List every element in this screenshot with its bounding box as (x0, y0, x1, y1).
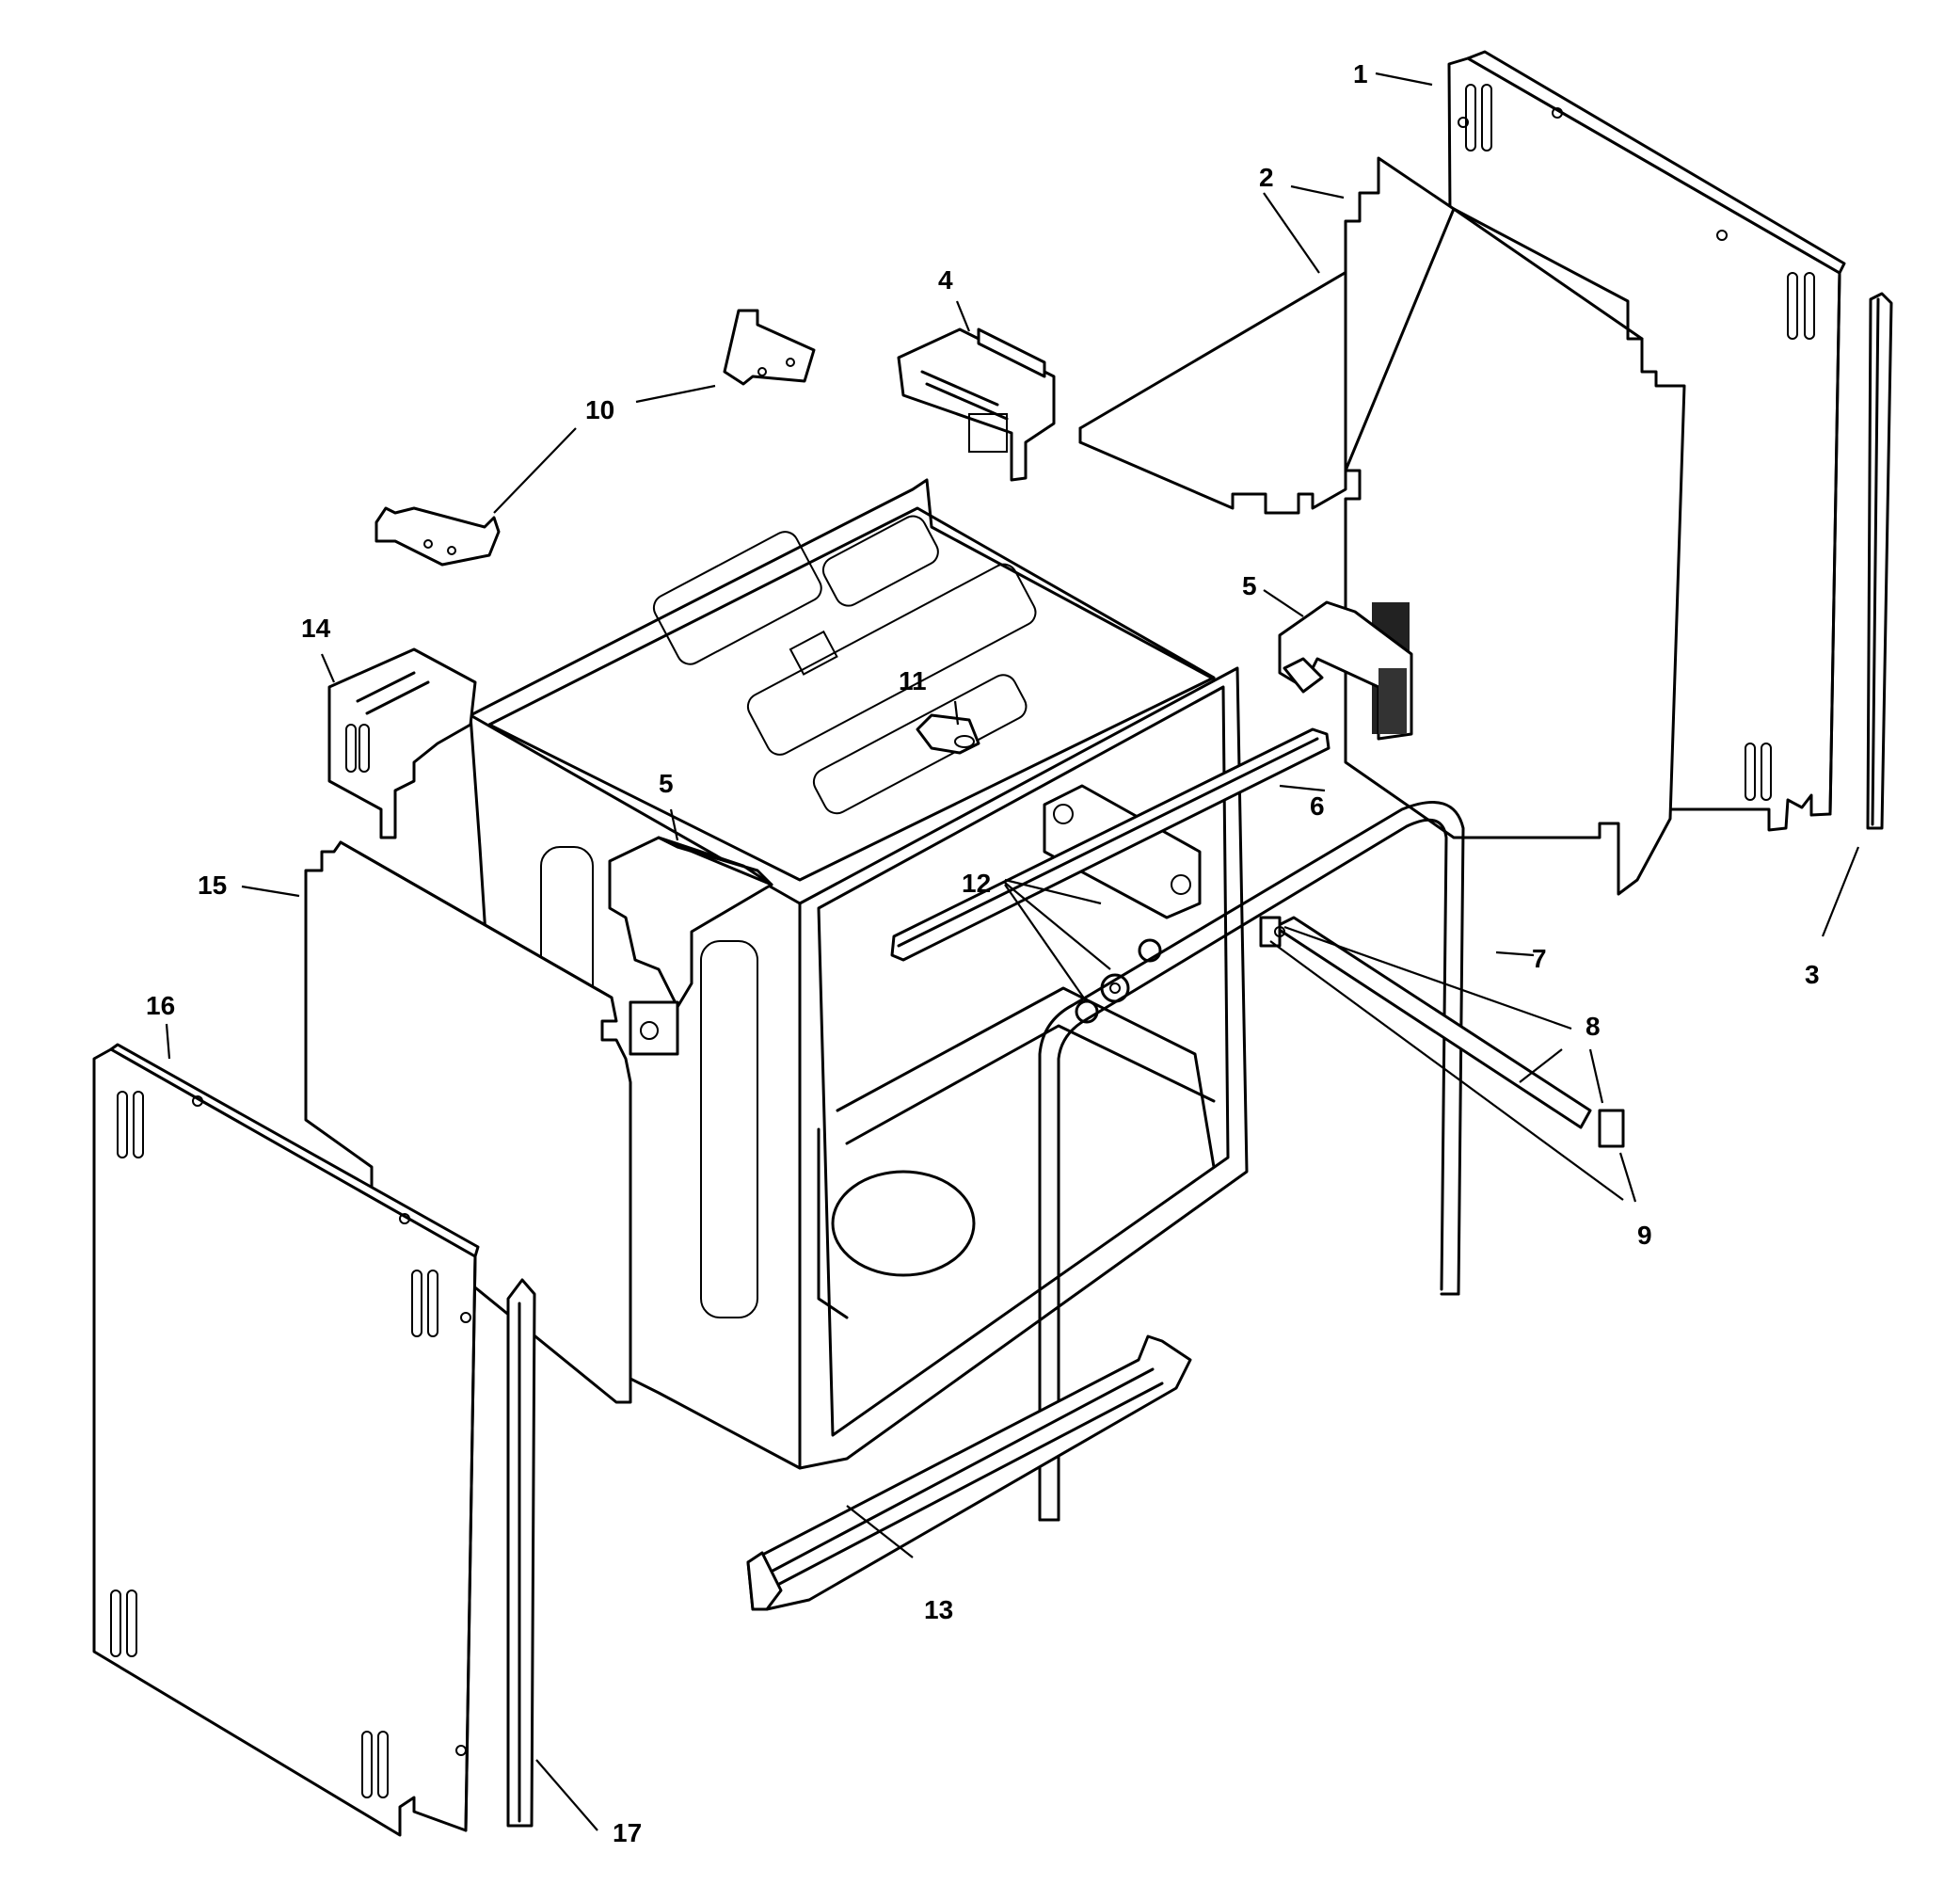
part-17-edge-trim-strip (506, 1278, 536, 1828)
part-6-support-rail (890, 727, 1331, 962)
callout-2: 2 (1259, 163, 1274, 192)
callout-8: 8 (1586, 1012, 1601, 1041)
callout-1: 1 (1353, 59, 1368, 88)
callout-3: 3 (1805, 960, 1820, 989)
part-13-bottom-rail (746, 1334, 1192, 1611)
part-5-bracket-centre (608, 836, 773, 1056)
part-8-rod (1259, 916, 1625, 1148)
part-5-bracket-right (1278, 600, 1413, 741)
part-14-bracket-block (327, 647, 477, 839)
callout-10: 10 (585, 395, 614, 424)
part-16-left-side-panel (92, 1043, 480, 1837)
callout-16: 16 (146, 991, 175, 1020)
part-10-mounting-brackets (374, 309, 816, 567)
callout-14: 14 (301, 614, 331, 643)
callout-17: 17 (613, 1818, 642, 1847)
part-7-u-frame (1038, 801, 1465, 1522)
callout-9: 9 (1637, 1221, 1652, 1250)
leader-lines (165, 72, 1860, 1831)
callout-5-centre: 5 (659, 769, 674, 798)
callout-4: 4 (938, 265, 953, 295)
callout-5-right: 5 (1242, 571, 1257, 600)
callout-labels: 1 2 3 4 5 5 6 7 8 9 10 11 12 13 14 15 16… (146, 59, 1820, 1847)
callout-7: 7 (1532, 944, 1547, 973)
part-11-top-clip (916, 713, 980, 755)
callout-15: 15 (198, 871, 227, 900)
callout-11: 11 (899, 666, 927, 695)
part-2-insulation-panel (1078, 156, 1686, 896)
part-4-bracket-block (897, 327, 1056, 482)
part-3-edge-trim-strip (1866, 292, 1893, 830)
callout-12: 12 (962, 869, 991, 898)
callout-13: 13 (924, 1595, 953, 1624)
callout-6: 6 (1310, 791, 1325, 821)
